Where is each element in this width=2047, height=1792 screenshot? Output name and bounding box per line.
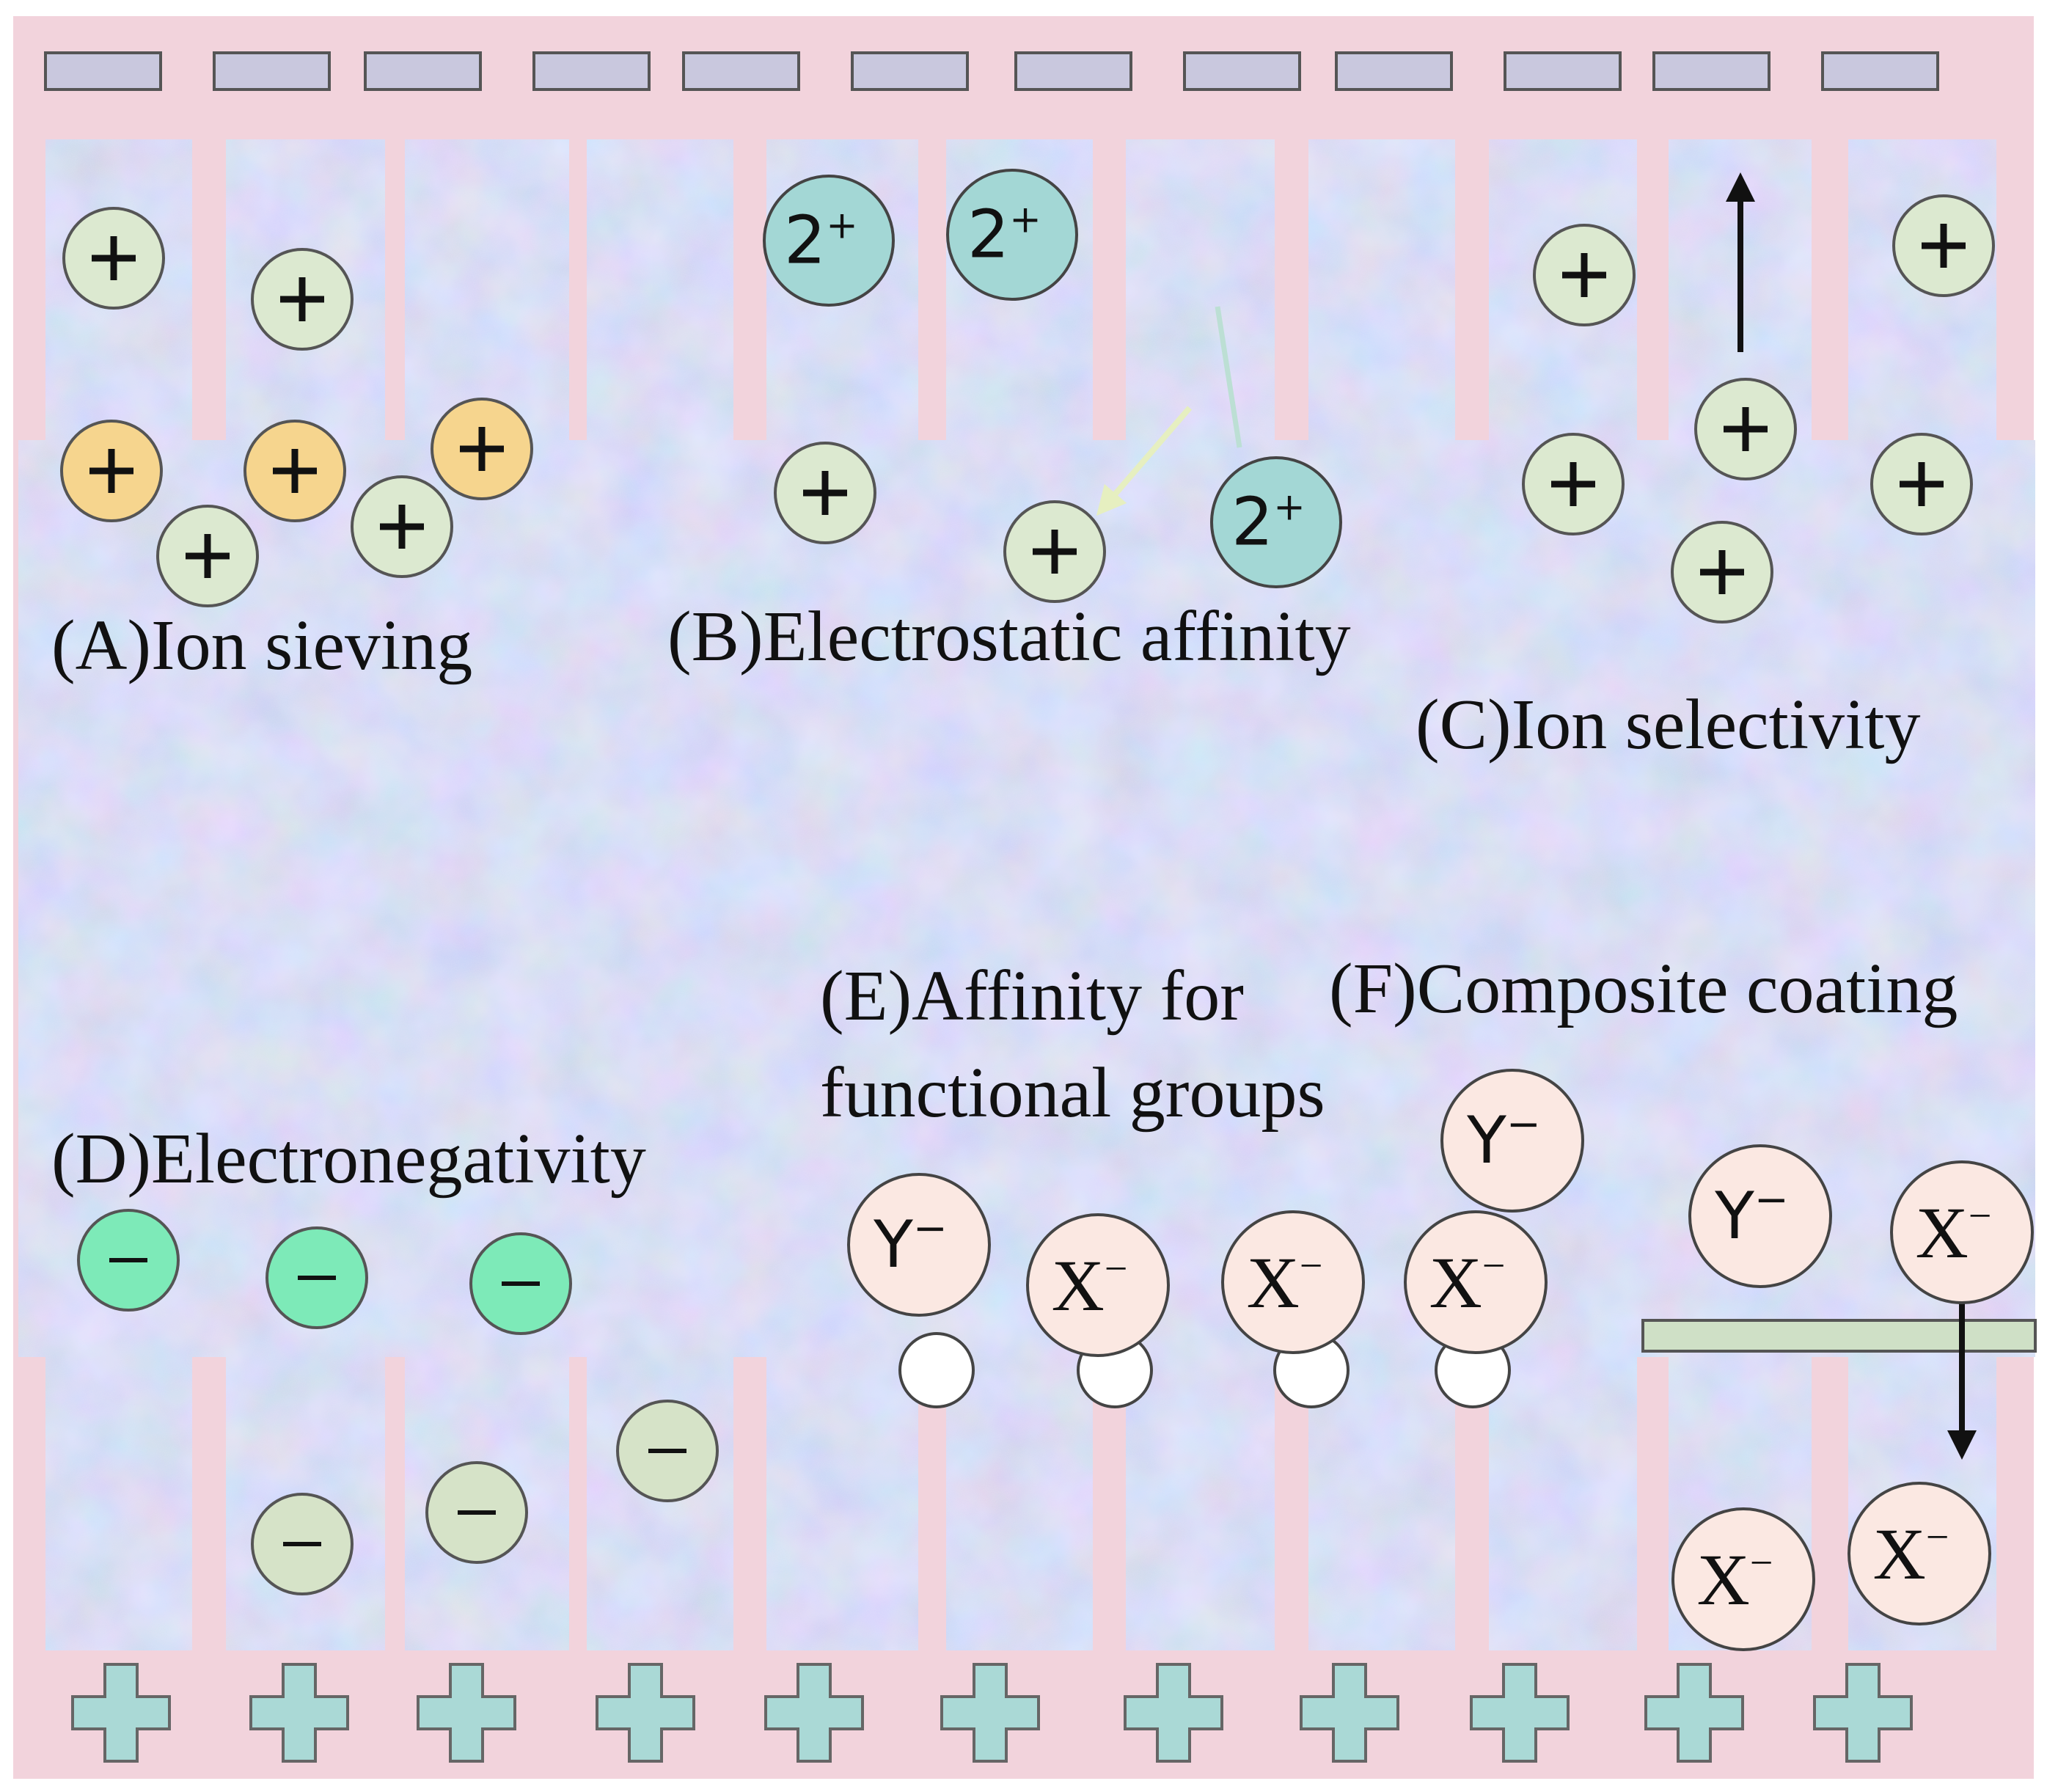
large-cation-icon bbox=[60, 420, 163, 522]
minus-bar-icon bbox=[1652, 51, 1770, 91]
cation-icon bbox=[1694, 378, 1797, 480]
label-electrostatic-affinity: (B)Electrostatic affinity bbox=[667, 597, 1351, 676]
plus-cross-icon bbox=[71, 1663, 171, 1763]
minus-bar-icon bbox=[44, 51, 162, 91]
label-ion-selectivity: (C)Ion selectivity bbox=[1416, 685, 1921, 764]
svg-text:Y−: Y− bbox=[873, 1204, 948, 1281]
large-cation-icon bbox=[431, 398, 533, 500]
minus-bar-icon bbox=[682, 51, 800, 91]
x-anion-icon: X− bbox=[1221, 1210, 1365, 1354]
plus-cross-icon bbox=[1470, 1663, 1570, 1763]
minus-bar-icon bbox=[851, 51, 969, 91]
minus-bar-icon bbox=[213, 51, 331, 91]
plus-cross-icon bbox=[764, 1663, 864, 1763]
anion-icon bbox=[266, 1226, 368, 1329]
attraction-line bbox=[1215, 306, 1242, 448]
cation-icon bbox=[156, 505, 259, 607]
minus-bar-icon bbox=[1014, 51, 1132, 91]
anion-icon bbox=[616, 1400, 719, 1502]
divalent-cation-icon: 2+ bbox=[946, 169, 1078, 301]
cation-icon bbox=[1533, 224, 1636, 326]
svg-text:2+: 2+ bbox=[1231, 484, 1306, 561]
x-anion-icon: X− bbox=[1848, 1482, 1991, 1625]
cation-icon bbox=[351, 475, 453, 578]
attraction-arrow-icon bbox=[1096, 406, 1193, 516]
plus-cross-icon bbox=[1300, 1663, 1399, 1763]
cation-icon bbox=[774, 442, 876, 544]
cation-icon bbox=[1671, 521, 1773, 623]
y-anion-icon: Y− bbox=[847, 1173, 991, 1317]
minus-bar-icon bbox=[1335, 51, 1453, 91]
large-cation-icon bbox=[243, 420, 346, 522]
cation-icon bbox=[1522, 433, 1625, 535]
binding-site-icon bbox=[898, 1332, 975, 1408]
plus-cross-icon bbox=[1644, 1663, 1744, 1763]
plus-cross-icon bbox=[1813, 1663, 1913, 1763]
plus-cross-icon bbox=[940, 1663, 1040, 1763]
anion-icon bbox=[77, 1209, 180, 1312]
svg-text:Y−: Y− bbox=[1714, 1176, 1789, 1253]
label-functional-group-affinity-line1: (E)Affinity for bbox=[820, 957, 1244, 1036]
y-anion-icon: Y− bbox=[1440, 1069, 1584, 1213]
minus-bar-icon bbox=[1183, 51, 1301, 91]
bottom-charge-row bbox=[71, 1663, 1913, 1763]
anion-icon bbox=[425, 1461, 528, 1564]
ions-layer: 2+2+2+Y−X−X−X−Y−Y−X−X−X− bbox=[60, 169, 2034, 1651]
x-anion-icon: X− bbox=[1404, 1210, 1548, 1354]
plus-cross-icon bbox=[1124, 1663, 1223, 1763]
x-anion-icon: X− bbox=[1890, 1160, 2034, 1304]
divalent-cation-icon: 2+ bbox=[763, 175, 895, 307]
label-functional-group-affinity-line2: functional groups bbox=[820, 1053, 1325, 1133]
minus-bar-icon bbox=[1821, 51, 1939, 91]
x-anion-icon: X− bbox=[1026, 1213, 1170, 1357]
cation-icon bbox=[251, 248, 354, 351]
top-charge-row bbox=[44, 51, 1939, 91]
anion-icon bbox=[469, 1232, 572, 1335]
divalent-cation-icon: 2+ bbox=[1210, 456, 1342, 588]
composite-coating-layer bbox=[1641, 1319, 2037, 1353]
x-anion-icon: X− bbox=[1671, 1507, 1815, 1651]
y-anion-icon: Y− bbox=[1688, 1144, 1832, 1288]
cation-icon bbox=[1003, 500, 1106, 603]
minus-bar-icon bbox=[1504, 51, 1622, 91]
cation-icon bbox=[62, 207, 165, 310]
label-electronegativity: (D)Electronegativity bbox=[51, 1119, 646, 1199]
label-composite-coating: (F)Composite coating bbox=[1329, 949, 1958, 1028]
label-ion-sieving: (A)Ion sieving bbox=[51, 606, 472, 685]
anion-icon bbox=[251, 1493, 354, 1595]
plus-cross-icon bbox=[417, 1663, 516, 1763]
minus-bar-icon bbox=[532, 51, 651, 91]
plus-cross-icon bbox=[249, 1663, 349, 1763]
svg-text:Y−: Y− bbox=[1466, 1100, 1541, 1177]
cation-icon bbox=[1892, 194, 1995, 297]
cation-icon bbox=[1870, 433, 1973, 535]
minus-bar-icon bbox=[364, 51, 482, 91]
plus-cross-icon bbox=[596, 1663, 695, 1763]
